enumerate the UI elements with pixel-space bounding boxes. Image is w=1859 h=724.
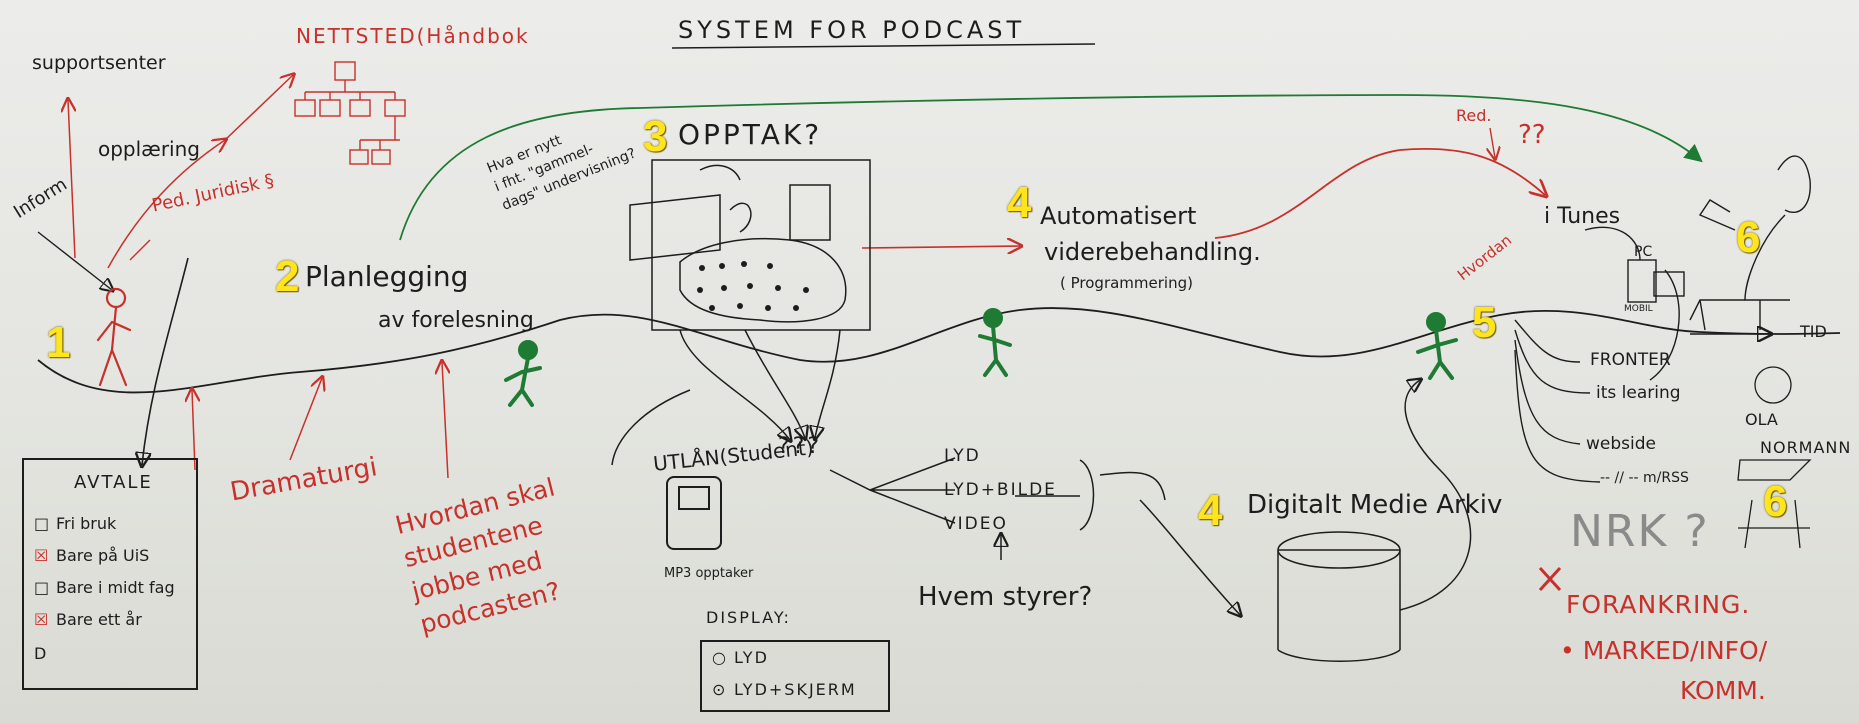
video-option: VIDEO	[944, 514, 1008, 534]
avtale-item-text: Bare i midt fag	[56, 578, 175, 597]
webside-label: webside	[1586, 434, 1656, 454]
checkbox-mark: D	[34, 644, 47, 663]
avtale-item: □ Fri bruk	[34, 514, 116, 533]
display-title: DISPLAY:	[706, 608, 791, 627]
digitalt-arkiv-label: Digitalt Medie Arkiv	[1247, 490, 1503, 520]
mobil-label: MOBIL	[1624, 304, 1653, 314]
opplaering-label: opplæring	[98, 137, 200, 161]
step-number-3: 3	[643, 112, 668, 161]
tid-label: TID	[1800, 322, 1827, 341]
checkbox-mark: □	[34, 514, 50, 533]
rss-label: -- // -- m/RSS	[1600, 470, 1689, 486]
avtale-item-text: Bare ett år	[56, 610, 142, 629]
normann-label: NORMANN	[1760, 438, 1852, 457]
display-option: ○ LYD	[712, 648, 769, 667]
step-number-4-archive: 4	[1198, 486, 1223, 535]
display-option-text: LYD	[734, 648, 769, 667]
lyd-bilde-option: LYD+BILDE	[944, 480, 1057, 500]
avtale-item: D	[34, 644, 56, 663]
avtale-item: □ Bare i midt fag	[34, 578, 175, 597]
komm-label: KOMM.	[1680, 676, 1766, 705]
avtale-box: AVTALE □ Fri bruk ☒ Bare på UiS □ Bare i mi…	[22, 458, 198, 690]
avtale-item-text: Bare på UiS	[56, 546, 150, 565]
display-box: ○ LYD ⊙ LYD+SKJERM	[700, 640, 890, 712]
checkbox-mark: □	[34, 578, 50, 597]
step-number-6-ola: 6	[1763, 477, 1788, 526]
step-number-4-processing: 4	[1007, 178, 1032, 227]
nettsted-label: NETTSTED(Håndbok	[296, 24, 530, 48]
planlegging-label: Planlegging	[305, 260, 469, 293]
hvem-styrer-label: Hvem styrer?	[918, 582, 1093, 612]
marked-label: • MARKED/INFO/	[1560, 636, 1768, 665]
its-learning-label: its learing	[1596, 383, 1681, 403]
red-label: Red.	[1456, 106, 1492, 125]
avtale-item-text: Fri bruk	[56, 514, 117, 533]
forelesning-label: av forelesning	[378, 308, 534, 333]
avtale-item: ☒ Bare ett år	[34, 610, 142, 629]
avtale-title: AVTALE	[74, 472, 153, 493]
question-marks-black: ???	[778, 434, 823, 459]
step-number-5: 5	[1472, 298, 1497, 347]
mp3-label: MP3 opptaker	[664, 566, 754, 581]
radio-mark: ⊙	[712, 680, 728, 699]
nrk-label: NRK ?	[1570, 506, 1710, 557]
display-option-text: LYD+SKJERM	[734, 680, 857, 699]
forankring-label: FORANKRING.	[1566, 590, 1751, 619]
mp3-screen-icon	[678, 486, 710, 510]
page-title: SYSTEM FOR PODCAST	[678, 16, 1026, 44]
step-number-6-user: 6	[1736, 213, 1761, 262]
step-number-2: 2	[275, 252, 300, 301]
step-number-1: 1	[46, 318, 71, 367]
ola-label: OLA	[1745, 410, 1778, 429]
question-marks-red: ??	[1518, 120, 1546, 150]
itunes-label: i Tunes	[1544, 204, 1621, 229]
viderebehandling-label: viderebehandling.	[1044, 238, 1261, 266]
programmering-label: ( Programmering)	[1060, 274, 1193, 292]
avtale-item: ☒ Bare på UiS	[34, 546, 149, 565]
automatisert-label: Automatisert	[1040, 202, 1197, 230]
checkbox-mark: ☒	[34, 546, 49, 565]
display-option: ⊙ LYD+SKJERM	[712, 680, 857, 699]
supportsenter-label: supportsenter	[32, 52, 166, 74]
mp3-player-icon	[666, 476, 722, 550]
radio-mark: ○	[712, 648, 728, 667]
checkbox-mark: ☒	[34, 610, 49, 629]
fronter-label: FRONTER	[1590, 350, 1671, 370]
lyd-option: LYD	[944, 446, 981, 466]
pc-label: PC	[1634, 244, 1653, 260]
opptak-label: OPPTAK?	[678, 118, 823, 151]
